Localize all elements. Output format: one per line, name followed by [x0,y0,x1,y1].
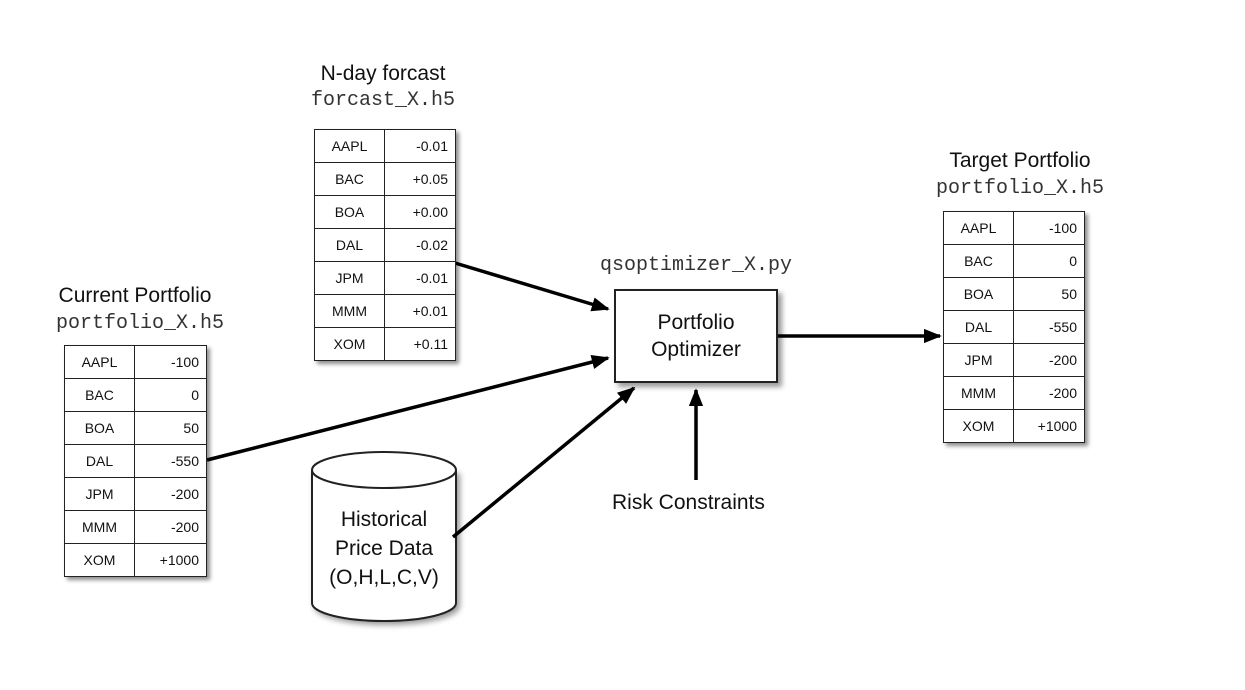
value-cell: 50 [134,411,207,445]
value-cell: +0.01 [384,294,456,328]
value-cell: -0.01 [384,129,456,163]
table-row: BOA+0.00 [314,195,456,229]
value-cell: -550 [1013,310,1085,344]
historical-label-line1: Historical [340,508,428,531]
ticker-cell: MMM [314,294,385,328]
value-cell: 0 [134,378,207,412]
current-portfolio-title: Current Portfolio [58,284,212,307]
value-cell: -200 [134,477,207,511]
ticker-cell: XOM [64,543,135,577]
historical-data-cylinder [311,451,457,622]
historical-label-line3: (O,H,L,C,V) [329,566,439,589]
ticker-cell: JPM [64,477,135,511]
table-row: MMM-200 [943,376,1085,410]
ticker-cell: JPM [943,343,1014,377]
table-row: JPM-200 [64,477,207,511]
table-row: DAL-0.02 [314,228,456,262]
forecast-title: N-day forcast [320,62,446,85]
value-cell: -200 [134,510,207,544]
arrow-forecast-to-optimizer [454,261,610,312]
value-cell: +0.00 [384,195,456,229]
ticker-cell: DAL [64,444,135,478]
ticker-cell: AAPL [314,129,385,163]
ticker-cell: BAC [943,244,1014,278]
table-row: AAPL-100 [64,345,207,379]
ticker-cell: BOA [943,277,1014,311]
value-cell: -200 [1013,343,1085,377]
ticker-cell: AAPL [943,211,1014,245]
arrow-current-to-optimizer [206,355,610,462]
historical-data-label: Historical Price Data (O,H,L,C,V) [312,505,456,592]
ticker-cell: MMM [943,376,1014,410]
ticker-cell: XOM [314,327,385,361]
table-row: MMM+0.01 [314,294,456,328]
table-row: DAL-550 [64,444,207,478]
forecast-file: forcast_X.h5 [310,89,456,112]
ticker-cell: DAL [943,310,1014,344]
table-row: AAPL-100 [943,211,1085,245]
value-cell: +1000 [134,543,207,577]
optimizer-script-name: qsoptimizer_X.py [599,254,793,277]
value-cell: -200 [1013,376,1085,410]
current-portfolio-file: portfolio_X.h5 [55,312,225,335]
optimizer-label-line2: Optimizer [651,338,741,361]
ticker-cell: BOA [64,411,135,445]
portfolio-optimizer-box: Portfolio Optimizer [614,289,778,383]
target-portfolio-title: Target Portfolio [949,149,1091,172]
value-cell: +0.05 [384,162,456,196]
value-cell: -0.01 [384,261,456,295]
ticker-cell: BAC [314,162,385,196]
value-cell: +1000 [1013,409,1085,443]
ticker-cell: XOM [943,409,1014,443]
ticker-cell: AAPL [64,345,135,379]
value-cell: -100 [134,345,207,379]
ticker-cell: DAL [314,228,385,262]
table-row: DAL-550 [943,310,1085,344]
arrow-historical-to-optimizer [451,386,636,539]
value-cell: -100 [1013,211,1085,245]
table-row: AAPL-0.01 [314,129,456,163]
ticker-cell: JPM [314,261,385,295]
table-row: XOM+1000 [64,543,207,577]
table-row: MMM-200 [64,510,207,544]
value-cell: 50 [1013,277,1085,311]
table-row: JPM-0.01 [314,261,456,295]
table-row: JPM-200 [943,343,1085,377]
table-row: XOM+0.11 [314,327,456,361]
optimizer-label-line1: Portfolio [657,311,735,334]
table-row: BAC+0.05 [314,162,456,196]
historical-label-line2: Price Data [334,537,434,560]
target-portfolio-file: portfolio_X.h5 [935,177,1105,200]
ticker-cell: BOA [314,195,385,229]
value-cell: 0 [1013,244,1085,278]
value-cell: -550 [134,444,207,478]
ticker-cell: MMM [64,510,135,544]
value-cell: +0.11 [384,327,456,361]
value-cell: -0.02 [384,228,456,262]
risk-constraints-label: Risk Constraints [612,491,765,514]
table-row: XOM+1000 [943,409,1085,443]
ticker-cell: BAC [64,378,135,412]
